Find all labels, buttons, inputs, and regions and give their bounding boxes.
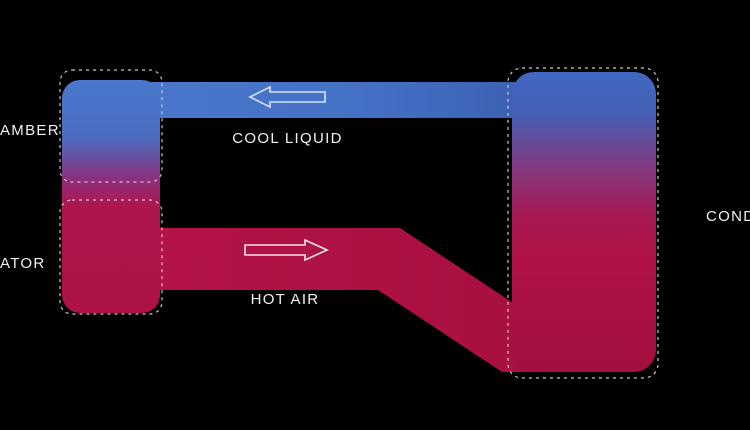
hot-air-label: HOT AIR xyxy=(250,291,320,308)
chamber-label: AMBER xyxy=(0,122,60,139)
cool-flow-left-arrow-icon xyxy=(248,85,326,109)
cool-liquid-label: COOL LIQUID xyxy=(232,130,343,147)
evaporator-outline xyxy=(59,199,163,315)
hot-flow-right-arrow-icon xyxy=(244,238,329,262)
condenser-label: COND xyxy=(706,208,750,225)
condenser-shape xyxy=(512,72,656,372)
cool-liquid-pipe xyxy=(150,82,530,118)
hot-air-duct xyxy=(160,228,560,372)
evaporator-label: ATOR xyxy=(0,255,46,272)
chamber-evaporator-shape xyxy=(62,80,160,313)
chamber-outline xyxy=(59,69,163,183)
